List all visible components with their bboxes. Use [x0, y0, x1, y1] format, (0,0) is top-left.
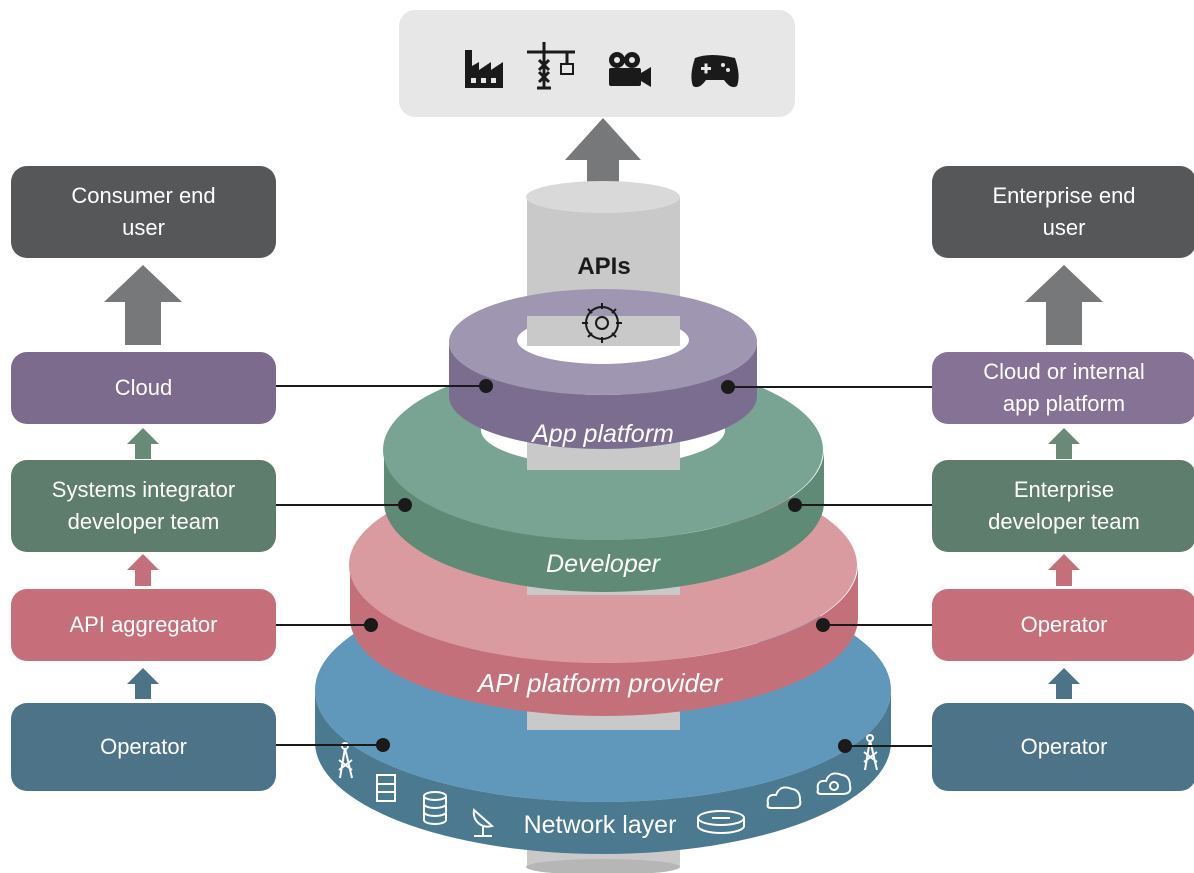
gear-icon: [582, 303, 622, 343]
router-icon: [697, 810, 745, 834]
satellite-dish-icon: [472, 808, 494, 837]
pillar-title: APIs: [577, 253, 630, 280]
right-operator-mid-box: Operator: [932, 589, 1194, 661]
cloud-icon: [766, 786, 802, 809]
ring-label-app-platform: App platform: [530, 420, 674, 448]
left-arrow-aggregator-to-developer: [127, 554, 159, 586]
cloud-or-internal-app-platform-box: Cloud or internal app platform: [932, 352, 1194, 424]
api-aggregator-box: API aggregator: [11, 589, 276, 661]
database-icon: [423, 791, 447, 825]
right-arrow-operator-to-developer: [1048, 554, 1080, 586]
left-arrow-operator-to-aggregator: [127, 668, 159, 699]
network-icons: [338, 734, 878, 837]
consumer-end-user-box: Consumer end user: [11, 166, 276, 258]
left-cloud-box: Cloud: [11, 352, 276, 424]
left-arrow-cloud-to-enduser: [104, 265, 182, 345]
antenna-icon: [863, 734, 878, 771]
factory-icon: [465, 50, 503, 88]
right-arrow-operator-to-operator: [1048, 668, 1080, 699]
enterprise-developer-team-box: Enterprise developer team: [932, 460, 1194, 552]
arrow-up-to-apps: [565, 118, 641, 190]
left-operator-box: Operator: [11, 703, 276, 791]
ring-label-developer: Developer: [546, 550, 662, 578]
applications-icons: [465, 42, 739, 90]
video-camera-icon: [609, 52, 651, 87]
right-operator-box: Operator: [932, 703, 1194, 791]
left-arrow-developer-to-cloud: [127, 428, 159, 459]
crane-icon: [527, 42, 575, 90]
gamepad-icon: [691, 55, 739, 88]
enterprise-end-user-box: Enterprise end user: [932, 166, 1194, 258]
server-rack-icon: [376, 774, 396, 802]
ring-label-network-layer: Network layer: [524, 811, 677, 839]
right-arrow-cloud-to-enduser: [1025, 265, 1103, 345]
cloud-settings-icon: [816, 772, 852, 795]
applications-box: [399, 10, 795, 117]
systems-integrator-developer-team-box: Systems integrator developer team: [11, 460, 276, 552]
right-arrow-developer-to-cloud: [1048, 428, 1080, 459]
connector-dots: [364, 379, 852, 753]
connectors: [276, 385, 932, 747]
ring-label-api-platform-provider: API platform provider: [476, 668, 724, 698]
